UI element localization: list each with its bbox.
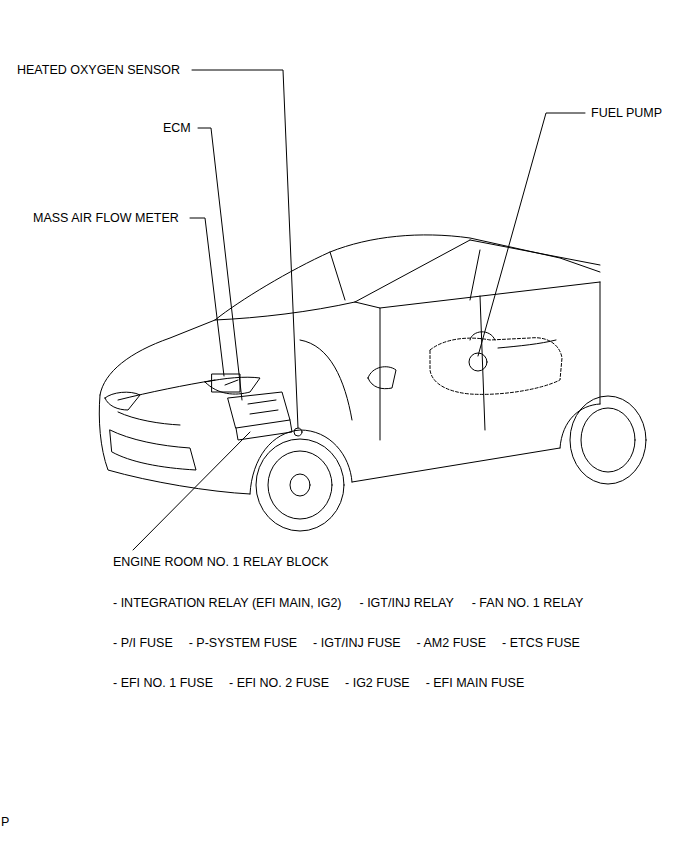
part-label: - EFI NO. 1 FUSE xyxy=(112,676,214,690)
part-label: - INTEGRATION RELAY (EFI MAIN, IG2) xyxy=(112,596,343,610)
part-label: ECM xyxy=(162,121,192,135)
part-label: ENGINE ROOM NO. 1 RELAY BLOCK xyxy=(112,555,330,569)
part-label: - IGT/INJ FUSE xyxy=(312,636,402,650)
page-marker: P xyxy=(0,815,10,829)
part-label: - AM2 FUSE xyxy=(416,636,487,650)
part-label: FUEL PUMP xyxy=(590,106,663,120)
part-label: - IGT/INJ RELAY xyxy=(359,596,455,610)
part-label: - FAN NO. 1 RELAY xyxy=(471,596,585,610)
part-label: - P/I FUSE xyxy=(112,636,174,650)
part-label: - EFI MAIN FUSE xyxy=(425,676,526,690)
part-label: - IG2 FUSE xyxy=(344,676,411,690)
part-label: - EFI NO. 2 FUSE xyxy=(228,676,330,690)
part-label: - ETCS FUSE xyxy=(501,636,581,650)
part-label: HEATED OXYGEN SENSOR xyxy=(16,63,181,77)
part-label: - P-SYSTEM FUSE xyxy=(188,636,298,650)
part-label: MASS AIR FLOW METER xyxy=(32,211,180,225)
